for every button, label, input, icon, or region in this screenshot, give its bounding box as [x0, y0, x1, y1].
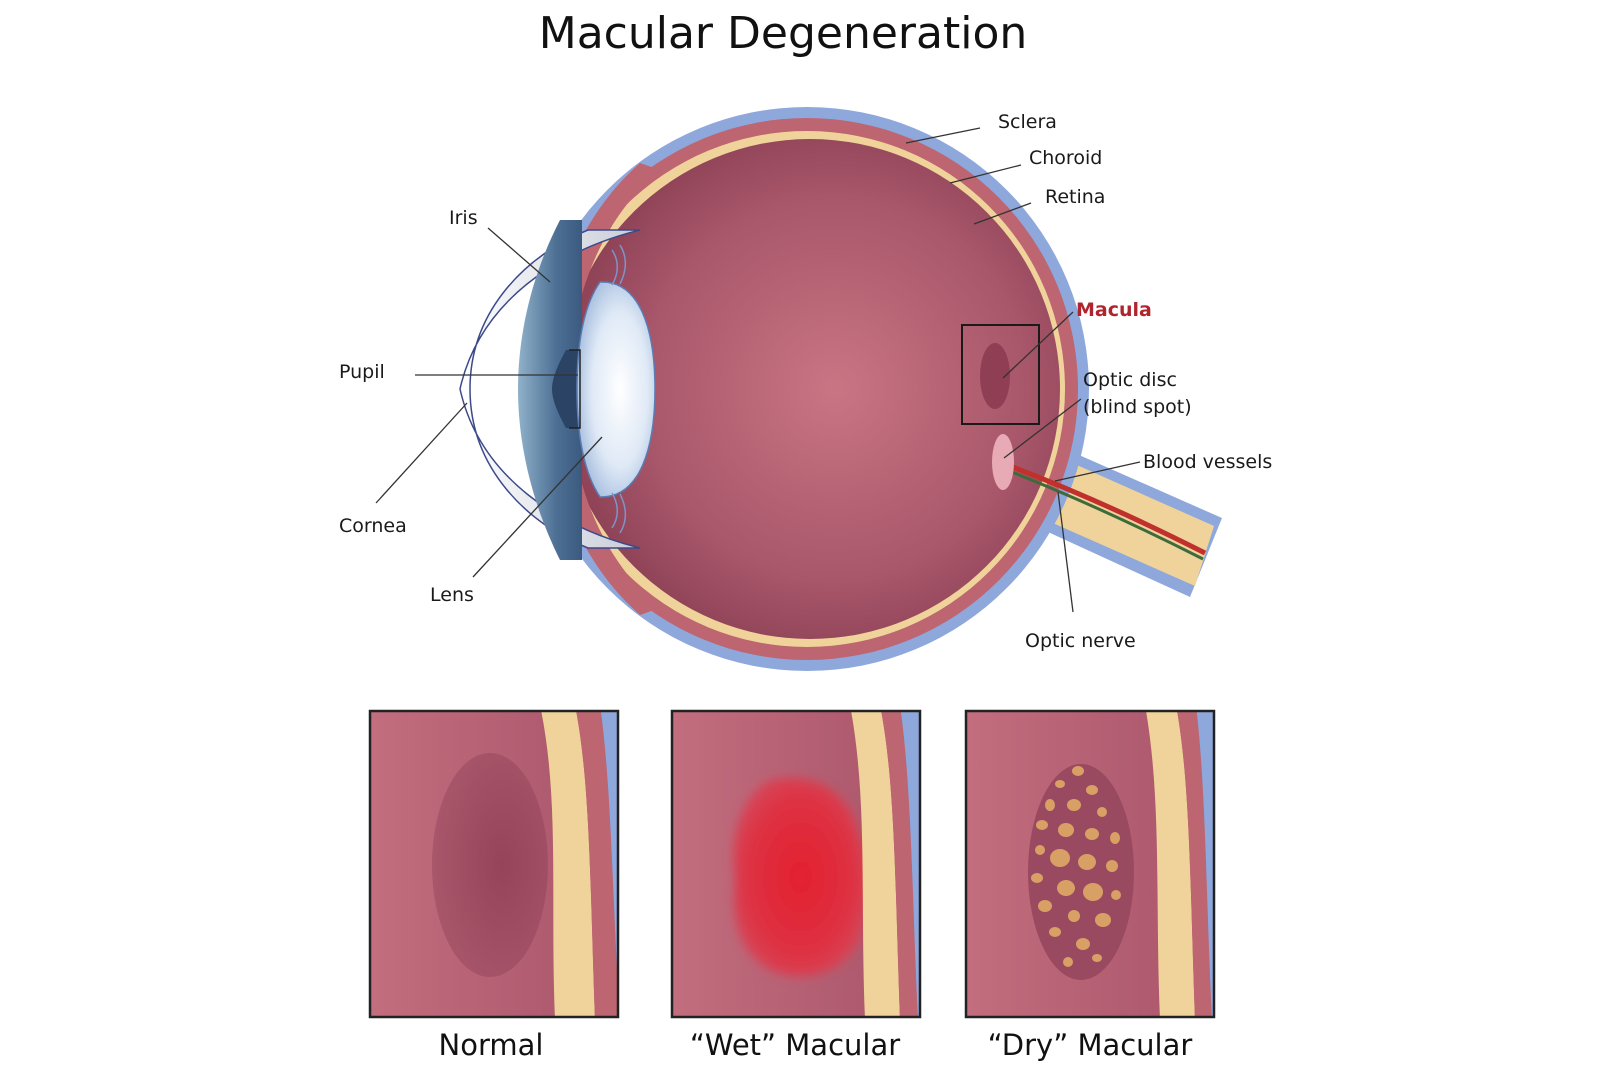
dry-choroid-band [1177, 711, 1212, 1017]
wet-choroid-band [881, 711, 918, 1017]
label-iris: Iris [449, 207, 478, 229]
caption-normal: Normal [439, 1028, 544, 1062]
ciliary-fibers-bottom [611, 492, 626, 534]
panel-normal [368, 709, 620, 1019]
panel-dry [964, 709, 1216, 1019]
dry-macula [1028, 764, 1134, 980]
blood-vessel-green [1011, 470, 1204, 561]
ciliary-fibers-top [611, 244, 626, 286]
wet-lesion [733, 777, 868, 977]
normal-choroid-band [576, 711, 618, 1017]
vitreous-body [560, 139, 1060, 639]
optic-disc [992, 434, 1014, 490]
label-retina: Retina [1045, 186, 1105, 208]
caption-dry: “Dry” Macular [988, 1028, 1193, 1062]
normal-macula [432, 753, 548, 977]
page-title: Macular Degeneration [539, 8, 1028, 59]
leader-lines [375, 127, 1141, 613]
label-macula: Macula [1076, 299, 1152, 321]
pupil [552, 350, 580, 428]
normal-sclera-band [600, 711, 618, 988]
label-cornea: Cornea [339, 515, 407, 537]
label-pupil: Pupil [339, 361, 385, 383]
lens [576, 281, 656, 498]
eye-labels: Sclera Choroid Retina Iris Pupil Cornea … [339, 111, 1272, 652]
eye-cross-section [459, 107, 1222, 671]
label-lens: Lens [430, 584, 474, 606]
label-blind-spot: (blind spot) [1083, 396, 1192, 418]
label-blood-vessels: Blood vessels [1143, 451, 1272, 473]
cornea [459, 229, 641, 549]
normal-retina-band [541, 711, 595, 1017]
caption-wet: “Wet” Macular [690, 1028, 900, 1062]
dry-drusen-deposits [1031, 766, 1121, 967]
blood-vessel-red [1009, 463, 1207, 556]
macula-highlight-box [961, 324, 1040, 425]
iris [518, 220, 582, 560]
pupil-bracket [569, 349, 581, 429]
label-optic-nerve: Optic nerve [1025, 630, 1136, 652]
macula [980, 343, 1010, 409]
dry-sclera-band [1196, 711, 1214, 1017]
wet-retina-band [851, 711, 900, 1017]
panel-wet [670, 709, 922, 1019]
dry-retina-band [1145, 711, 1195, 1017]
label-optic-disc: Optic disc [1083, 369, 1177, 391]
label-choroid: Choroid [1029, 147, 1102, 169]
label-sclera: Sclera [998, 111, 1057, 133]
wet-sclera-band [900, 711, 920, 1017]
